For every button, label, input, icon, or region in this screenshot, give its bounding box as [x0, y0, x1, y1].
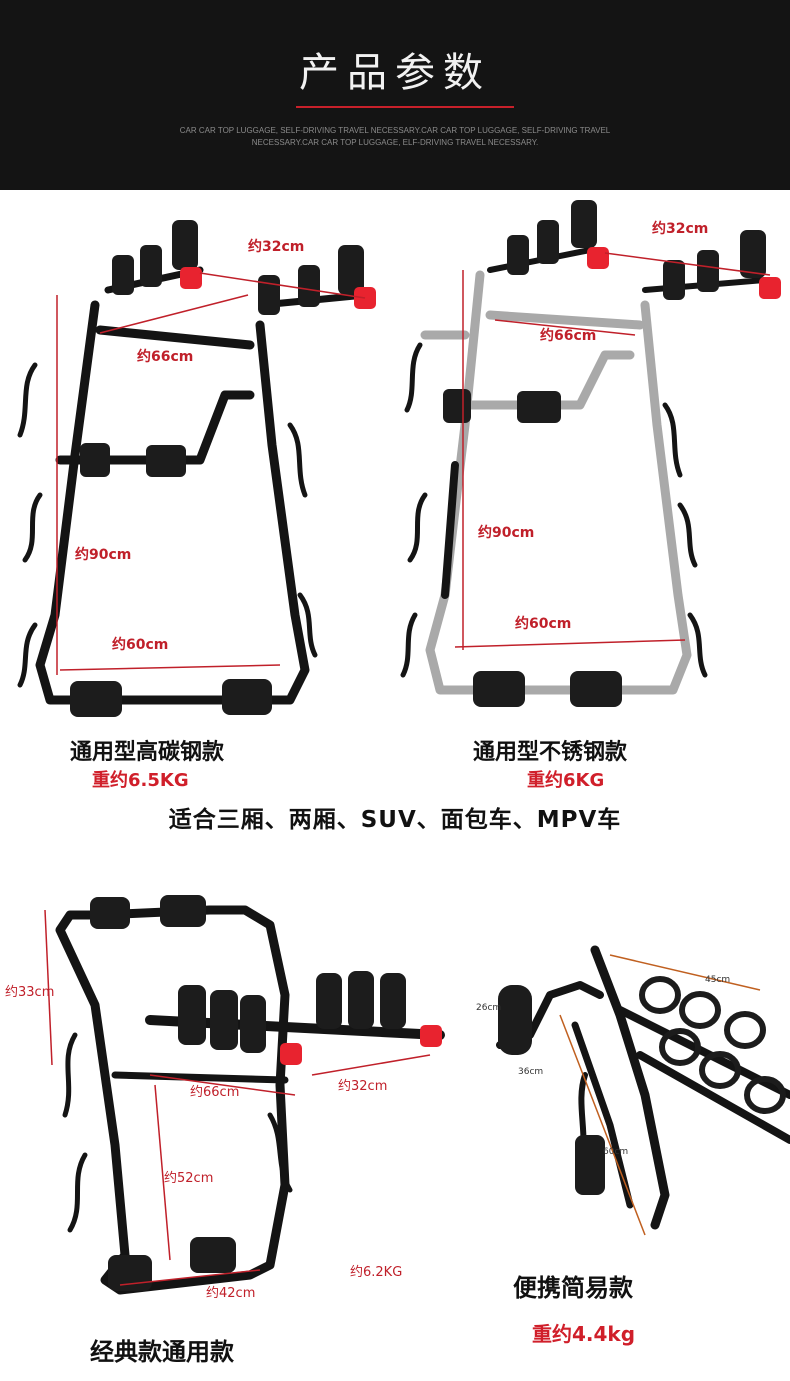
carbon-dim-base: 约60cm	[112, 637, 169, 653]
classic-dim-width: 约66cm	[190, 1085, 240, 1100]
classic-product-weight: 约6.2KG	[350, 1265, 403, 1280]
stainless-dim-height: 约90cm	[478, 525, 535, 541]
header-banner: 产品参数 CAR CAR TOP LUGGAGE, SELF-DRIVING T…	[0, 0, 790, 190]
stainless-rack-image	[400, 200, 781, 707]
header-subtitle: CAR CAR TOP LUGGAGE, SELF-DRIVING TRAVEL…	[179, 126, 611, 147]
portable-product-weight: 重约4.4kg	[532, 1322, 636, 1346]
classic-dim-height: 约52cm	[164, 1171, 214, 1186]
carbon-product-name: 通用型高碳钢款	[70, 740, 225, 765]
classic-rack-image	[44, 895, 445, 1295]
classic-dim-base: 约42cm	[206, 1286, 256, 1301]
carbon-dim-top: 约32cm	[248, 239, 305, 255]
portable-dim-height: 60cm	[603, 1147, 629, 1157]
classic-product-name: 经典款通用款	[90, 1338, 234, 1366]
carbon-steel-rack-image	[17, 220, 376, 717]
suitable-vehicles: 适合三厢、两厢、SUV、面包车、MPV车	[168, 807, 622, 833]
stainless-product-weight: 重约6KG	[527, 770, 605, 791]
portable-dim-top: 45cm	[705, 975, 731, 985]
stainless-dim-base: 约60cm	[515, 616, 572, 632]
portable-dim-foot: 36cm	[518, 1067, 544, 1077]
stainless-dim-width: 约66cm	[540, 328, 597, 344]
stainless-dim-top: 约32cm	[652, 221, 709, 237]
classic-dim-top: 约33cm	[5, 985, 55, 1000]
stainless-product-name: 通用型不锈钢款	[473, 740, 628, 765]
portable-dim-side: 26cm	[476, 1003, 502, 1013]
portable-product-name: 便携简易款	[513, 1274, 633, 1302]
portable-rack-image	[496, 945, 790, 1236]
page-title: 产品参数	[299, 50, 491, 96]
carbon-dim-height: 约90cm	[75, 547, 132, 563]
title-underline	[296, 106, 514, 108]
carbon-product-weight: 重约6.5KG	[92, 770, 189, 791]
classic-dim-arm: 约32cm	[338, 1079, 388, 1094]
carbon-dim-width: 约66cm	[137, 349, 194, 365]
